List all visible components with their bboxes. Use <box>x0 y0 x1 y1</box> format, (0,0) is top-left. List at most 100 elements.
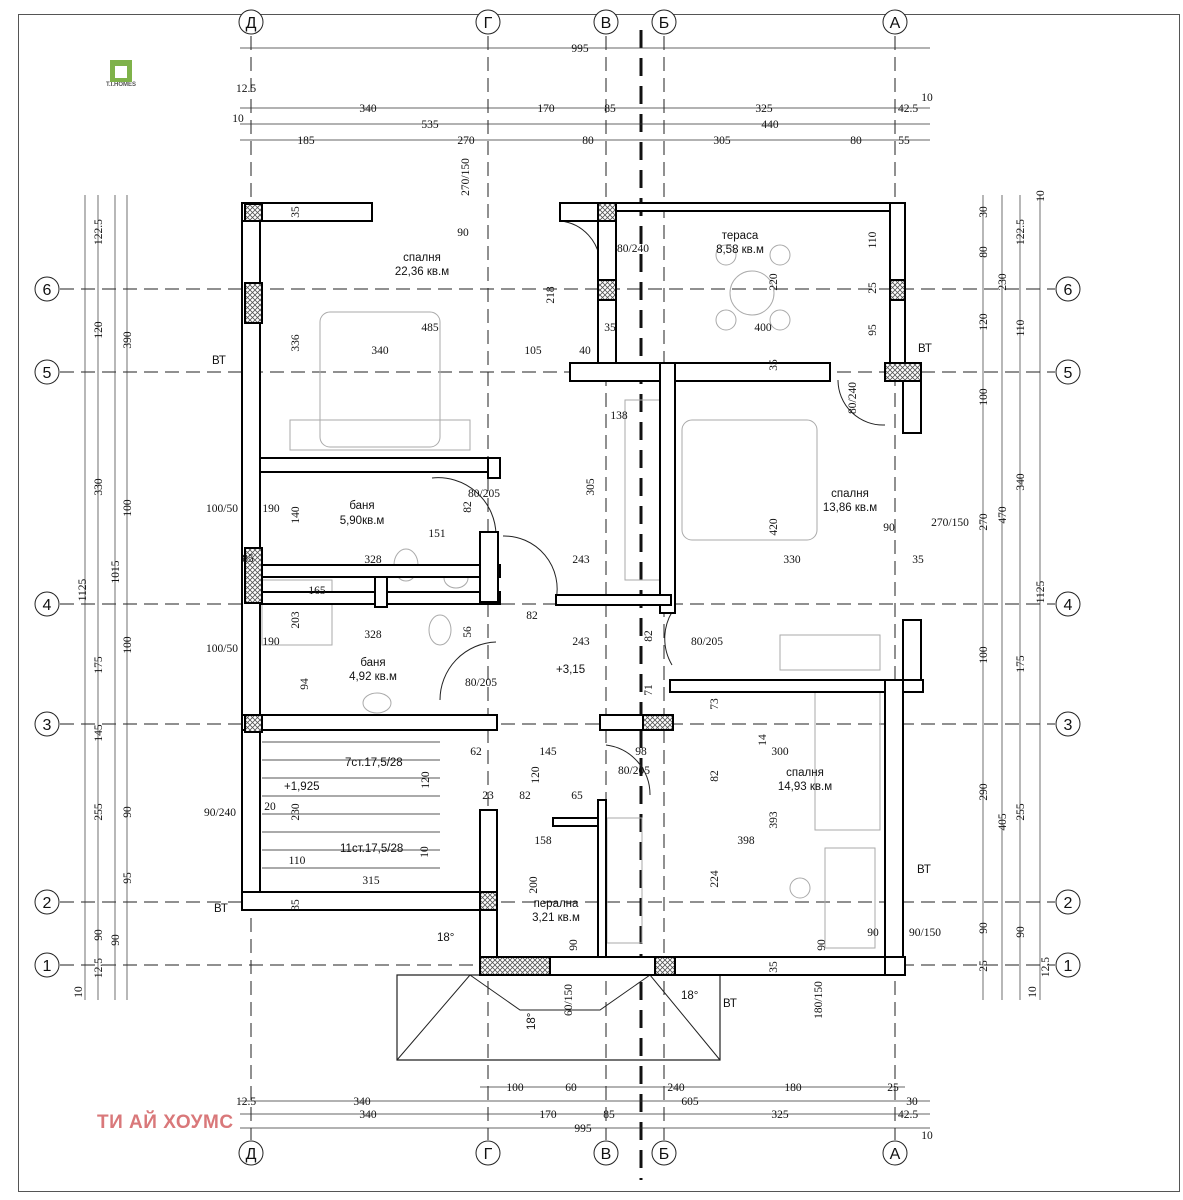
dimension-label: 90 <box>93 929 105 941</box>
dimension-label: 145 <box>93 724 105 742</box>
dimension-value: 158 <box>534 835 552 847</box>
axis-label: 4 <box>43 597 52 614</box>
dimension-value: 62 <box>470 746 482 758</box>
dimension-label: 140 <box>290 506 302 524</box>
dimension-label: 175 <box>1015 655 1027 673</box>
dimension-value: 170 <box>537 103 555 115</box>
dimension-label: 12.5 <box>236 83 256 95</box>
dimension-label: 90 <box>1015 926 1027 938</box>
dimension-value: 90 <box>122 806 134 818</box>
dimension-label: 270/150 <box>460 158 472 196</box>
axis-label: 6 <box>1064 282 1073 299</box>
dimension-label: 94 <box>299 678 311 690</box>
axis-label: 3 <box>1064 717 1073 734</box>
room-area: 13,86 кв.м <box>823 502 877 514</box>
dimension-value: 330 <box>783 554 801 566</box>
dimension-value: 100 <box>506 1082 524 1094</box>
axis-bubble <box>34 889 60 915</box>
dimension-label: 185 <box>297 135 315 147</box>
wall <box>615 202 906 212</box>
axis-label: 5 <box>43 365 52 382</box>
dimension-value: 110 <box>867 231 879 248</box>
dimension-value: 10 <box>921 1130 933 1142</box>
dimension-label: 180 <box>784 1082 802 1094</box>
dimension-value: 80/240 <box>617 243 649 255</box>
dimension-value: 122.5 <box>93 219 105 245</box>
dimension-value: 100/50 <box>206 643 238 655</box>
dimension-label: 398 <box>737 835 755 847</box>
dimension-value: 30 <box>978 206 990 218</box>
dimension-value: 82 <box>526 610 538 622</box>
dimension-value: 80/205 <box>618 765 650 777</box>
vent-mark: ВТ <box>212 355 226 367</box>
dimension-label: 10 <box>1035 190 1047 202</box>
dimension-value: 145 <box>539 746 557 758</box>
dimension-value: 42.5 <box>898 1109 918 1121</box>
chair <box>769 309 791 331</box>
axis-label: А <box>890 1146 901 1163</box>
axis-label: А <box>890 15 901 32</box>
wall <box>884 679 904 976</box>
dimension-label: 325 <box>771 1109 789 1121</box>
dimension-label: 100 <box>122 636 134 654</box>
roof-slope: 18° <box>526 1013 538 1030</box>
dimension-label: 60 <box>565 1082 577 1094</box>
dimension-value: 185 <box>297 135 315 147</box>
roof-slope: 18° <box>437 932 454 944</box>
dimension-value: 98 <box>635 746 647 758</box>
dimension-label: 25 <box>887 1082 899 1094</box>
column <box>597 202 617 222</box>
dimension-label: 190 <box>262 503 280 515</box>
dimension-value: 270 <box>457 135 475 147</box>
dimension-value: 330 <box>93 478 105 496</box>
dimension-label: 35 <box>604 322 616 334</box>
dimension-label: 35 <box>912 554 924 566</box>
dimension-label: 165 <box>308 585 326 597</box>
dimension-label: 122.5 <box>1015 219 1027 245</box>
dimension-label: 243 <box>572 554 590 566</box>
dimension-value: 12.5 <box>93 958 105 978</box>
dimension-label: 190 <box>262 636 280 648</box>
wall <box>659 362 831 382</box>
door-swing <box>605 744 651 796</box>
dimension-label: 340 <box>371 345 389 357</box>
dimension-value: 200 <box>528 876 540 894</box>
dimension-value: 94 <box>299 678 311 690</box>
dimension-label: 60/150 <box>563 984 575 1016</box>
dimension-value: 105 <box>524 345 542 357</box>
dimension-value: 60/150 <box>563 984 575 1016</box>
dimension-value: 80/240 <box>847 382 859 414</box>
axis-label: Б <box>659 15 670 32</box>
bedside-tables <box>289 419 471 451</box>
column <box>642 714 674 731</box>
dimension-label: 393 <box>768 811 780 829</box>
dimension-value: 40 <box>579 345 591 357</box>
dimension-label: 95 <box>122 872 134 884</box>
wall <box>259 564 501 578</box>
dimension-label: 82 <box>462 501 474 513</box>
dimension-label: 255 <box>1015 803 1027 821</box>
dimension-value: 290 <box>978 783 990 801</box>
wall <box>669 679 906 693</box>
wall <box>241 202 373 222</box>
dimension-value: 80/205 <box>465 677 497 689</box>
axis-bubble <box>882 9 908 35</box>
axis-label: Д <box>246 15 257 32</box>
dimension-value: 90 <box>110 934 122 946</box>
dimension-label: 328 <box>364 554 382 566</box>
door-swing <box>431 477 497 536</box>
column <box>884 362 922 382</box>
axis-label: В <box>601 1146 612 1163</box>
wall <box>479 531 499 603</box>
dimension-label: 90/240 <box>204 807 236 819</box>
dimension-value: 120 <box>530 766 542 784</box>
dimension-value: 138 <box>610 410 628 422</box>
round-table <box>729 270 775 316</box>
dimension-label: 230 <box>290 803 302 821</box>
double-bed <box>681 419 818 541</box>
dimension-label: 10 <box>73 986 85 998</box>
dimension-value: 90/150 <box>909 927 941 939</box>
dimension-value: 230 <box>997 273 1009 291</box>
dimension-value: 80 <box>850 135 862 147</box>
